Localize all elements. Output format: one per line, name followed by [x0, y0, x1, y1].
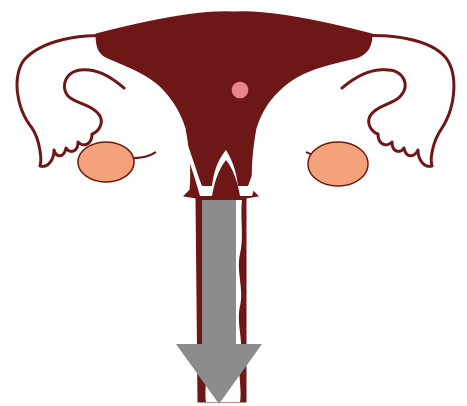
implanted-embryo	[231, 81, 249, 99]
right-ovary	[308, 142, 368, 186]
downward-arrow	[176, 200, 262, 404]
left-ovary-ligament	[134, 152, 156, 158]
left-ovary	[78, 142, 134, 182]
